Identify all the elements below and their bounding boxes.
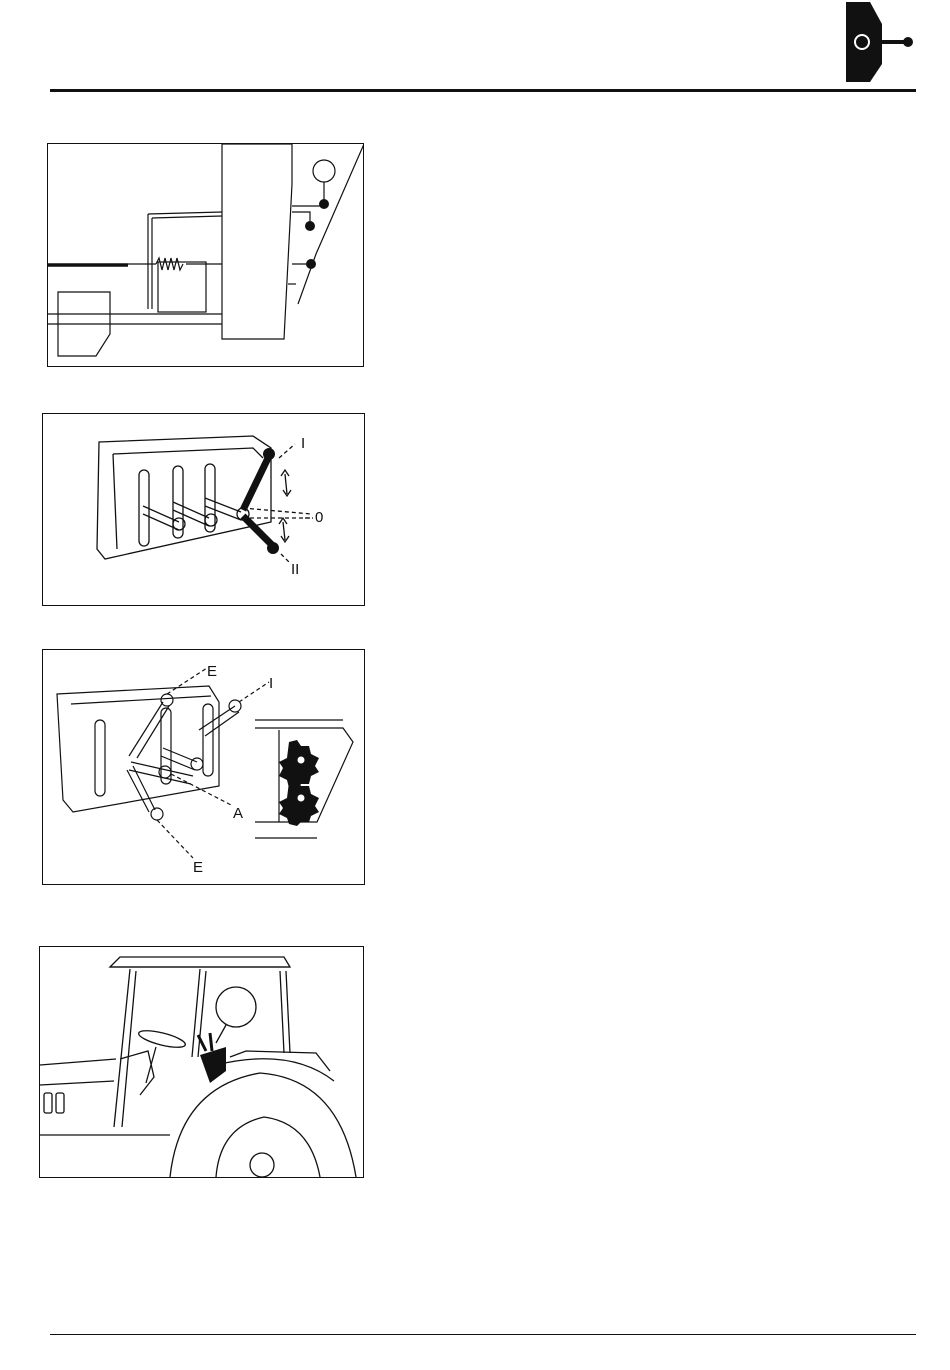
- figure-control-levers: I 0 II: [42, 413, 365, 606]
- label-top-e: E: [207, 663, 217, 680]
- figure-tractor-cab: [39, 946, 364, 1178]
- linkage-diagram-icon: [48, 144, 363, 366]
- label-bottom-e: E: [193, 859, 203, 876]
- label-mid-a: A: [233, 805, 243, 822]
- header-rule: [50, 89, 916, 92]
- figure-lever-positions: E I A E: [42, 649, 365, 885]
- label-position-ii: II: [291, 561, 299, 578]
- lever-positions-icon: E I A E: [43, 650, 364, 884]
- footer-rule: [50, 1334, 916, 1335]
- label-position-0: 0: [315, 509, 323, 526]
- section-tab-icon: [842, 2, 918, 84]
- label-top-i: I: [269, 675, 273, 692]
- figure-linkage: [47, 143, 364, 367]
- label-position-i: I: [301, 435, 305, 452]
- control-lever-block-icon: I 0 II: [43, 414, 364, 605]
- tractor-cab-icon: [40, 947, 363, 1177]
